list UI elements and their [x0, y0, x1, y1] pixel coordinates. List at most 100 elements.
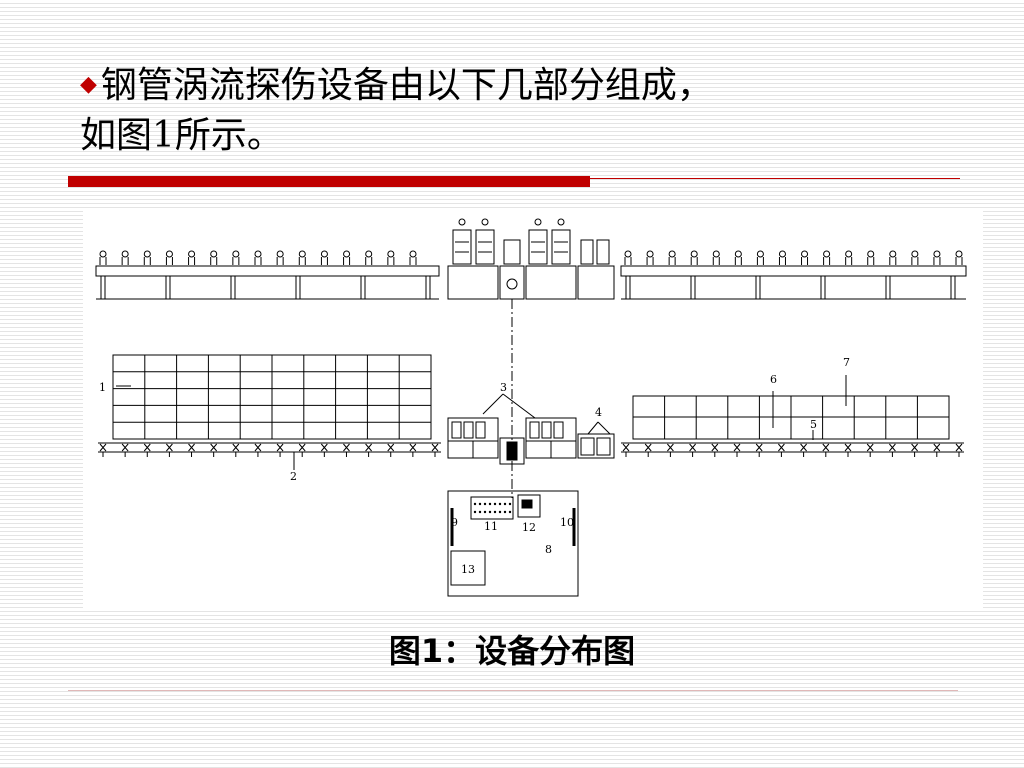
console-dot — [508, 510, 512, 514]
center-testing-unit — [447, 417, 615, 465]
conveyor-roller — [845, 250, 853, 258]
bullet-diamond-icon: ◆ — [80, 72, 97, 97]
console-dot — [488, 510, 492, 514]
title-line-2: 如图1所示。 — [80, 115, 283, 156]
conveyor-roller — [756, 250, 764, 258]
conveyor-leg — [820, 275, 826, 300]
title-underline-thin — [590, 178, 960, 179]
center-machine-top — [447, 218, 615, 300]
conveyor-roller — [712, 250, 720, 258]
conveyor-roller — [320, 250, 328, 258]
conveyor-roller — [254, 250, 262, 258]
chain-link — [711, 443, 719, 452]
conveyor-roller — [143, 250, 151, 258]
chain-link — [667, 443, 674, 452]
figure-caption: 图1：设备分布图 — [388, 632, 636, 670]
conveyor-leg — [625, 275, 631, 300]
label-13: 13 — [461, 563, 475, 576]
conveyor-roller — [690, 250, 698, 258]
conveyor-roller — [343, 250, 351, 258]
conveyor-leg — [950, 275, 956, 300]
chain-link — [955, 443, 963, 452]
label-9: 9 — [451, 516, 458, 529]
chain-link — [800, 443, 807, 452]
label-11: 11 — [484, 520, 498, 533]
conveyor-roller — [734, 250, 742, 258]
conveyor-roller — [232, 250, 240, 258]
conveyor-roller — [668, 250, 676, 258]
conveyor-roller — [387, 250, 395, 258]
chain-link — [866, 443, 874, 452]
chain-link — [409, 443, 417, 452]
title-line-1: ◆钢管涡流探伤设备由以下几部分组成， — [80, 60, 960, 111]
conveyor-leg — [425, 275, 431, 300]
label-12: 12 — [522, 521, 536, 534]
label-2: 2 — [290, 470, 297, 483]
label-4: 4 — [595, 406, 602, 419]
console-dot — [473, 502, 477, 506]
chain-link — [431, 443, 439, 452]
chain-link — [143, 443, 151, 452]
footer-divider — [68, 690, 958, 691]
conveyor-roller — [298, 250, 306, 258]
conveyor-leg — [165, 275, 171, 300]
chain-link — [276, 443, 284, 452]
label-7: 7 — [843, 356, 850, 369]
chain-link — [320, 443, 328, 452]
console-dot — [478, 502, 482, 506]
console-dot — [498, 510, 502, 514]
chain-link — [844, 443, 852, 452]
chain-link — [755, 443, 763, 452]
console-dot — [508, 502, 512, 506]
equipment-layout-figure: 1 2 3 4 5 6 7 8 9 10 11 12 13 — [83, 208, 983, 608]
conveyor-roller — [365, 250, 373, 258]
chain-link — [911, 443, 918, 452]
console-dot — [493, 510, 497, 514]
console-dot — [488, 502, 492, 506]
conveyor-roller — [188, 250, 196, 258]
conveyor-roller — [165, 250, 173, 258]
conveyor-roller — [409, 250, 417, 258]
chain-link — [933, 443, 941, 452]
conveyor-leg — [360, 275, 366, 300]
label-10: 10 — [560, 516, 574, 529]
conveyor-leg — [690, 275, 696, 300]
console-dot — [503, 510, 507, 514]
console-dot — [478, 510, 482, 514]
conveyor-roller — [99, 250, 107, 258]
conveyor-roller — [801, 250, 809, 258]
control-room — [447, 490, 579, 597]
chain-link — [889, 443, 896, 452]
label-5: 5 — [810, 418, 817, 431]
conveyor-leg — [885, 275, 891, 300]
title-text-1: 钢管涡流探伤设备由以下几部分组成， — [100, 65, 713, 106]
label-6: 6 — [770, 373, 777, 386]
console-dot — [483, 502, 487, 506]
chain-link — [689, 443, 696, 452]
chain-link — [644, 443, 652, 452]
chain-link — [254, 443, 262, 452]
conveyor-roller — [933, 250, 941, 258]
chain-link — [210, 443, 218, 452]
chain-link — [387, 443, 395, 452]
right-conveyor-beam — [620, 265, 967, 277]
conveyor-roller — [889, 250, 897, 258]
chain-link — [188, 443, 195, 452]
label-3: 3 — [500, 381, 507, 394]
conveyor-leg — [755, 275, 761, 300]
chain-link — [622, 443, 630, 452]
conveyor-roller — [823, 250, 831, 258]
title-underline-thick — [68, 176, 590, 187]
chain-link — [733, 443, 741, 452]
slide-title: ◆钢管涡流探伤设备由以下几部分组成， 如图1所示。 — [80, 60, 960, 161]
conveyor-leg — [230, 275, 236, 300]
chain-link — [298, 443, 306, 452]
label-8: 8 — [545, 543, 552, 556]
conveyor-roller — [121, 250, 129, 258]
console-dot — [503, 502, 507, 506]
chain-link — [365, 443, 372, 452]
console-dot — [493, 502, 497, 506]
conveyor-roller — [911, 250, 919, 258]
chain-link — [822, 443, 830, 452]
conveyor-roller — [276, 250, 284, 258]
